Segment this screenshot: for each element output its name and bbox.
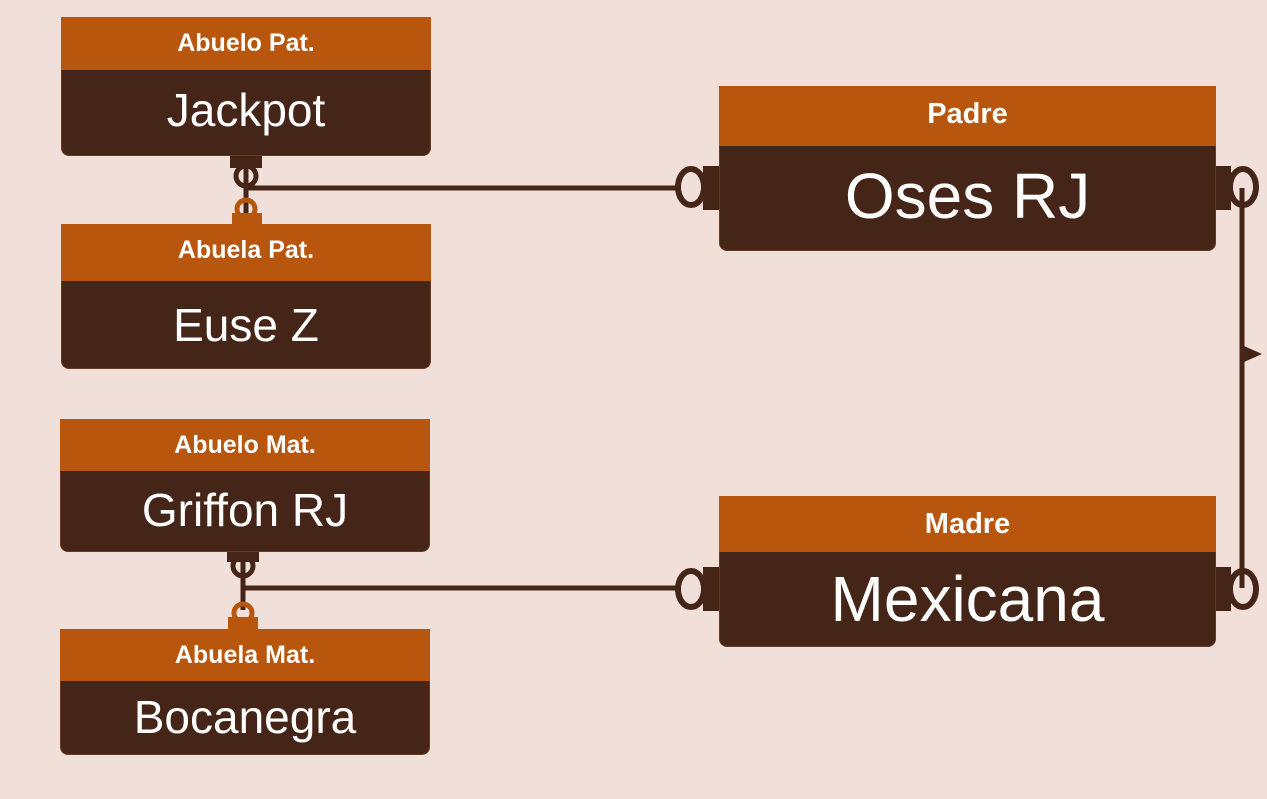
port-padre-right [1214,166,1231,210]
node-role-label: Abuela Pat. [61,224,431,281]
node-role-label: Abuelo Pat. [61,17,431,70]
node-name-label: Euse Z [61,281,431,369]
node-abuelo-mat[interactable]: Abuelo Mat. Griffon RJ [60,419,430,552]
ring-jackpot [233,163,259,189]
port-madre-right [1214,567,1231,611]
node-madre[interactable]: Madre Mexicana [719,496,1216,647]
node-role-label: Madre [719,496,1216,552]
node-abuelo-pat[interactable]: Abuelo Pat. Jackpot [61,17,431,156]
node-abuela-mat[interactable]: Abuela Mat. Bocanegra [60,629,430,755]
ring-madre-left [675,568,707,610]
node-role-label: Abuelo Mat. [60,419,430,471]
ring-padre-left [675,166,707,208]
node-padre[interactable]: Padre Oses RJ [719,86,1216,251]
port-padre-left [703,166,720,210]
port-jackpot-bottom [230,155,262,168]
node-name-label: Bocanegra [60,681,430,755]
port-madre-left [703,567,720,611]
ring-madre-right [1227,568,1259,610]
ring-euse [234,197,258,221]
node-role-label: Abuela Mat. [60,629,430,681]
node-name-label: Mexicana [719,552,1216,647]
node-name-label: Oses RJ [719,146,1216,251]
ring-griffon [230,553,256,579]
node-abuela-pat[interactable]: Abuela Pat. Euse Z [61,224,431,369]
ring-bocanegra [231,601,255,625]
node-name-label: Griffon RJ [60,471,430,552]
node-role-label: Padre [719,86,1216,146]
ring-padre-right [1227,166,1259,208]
node-name-label: Jackpot [61,70,431,156]
arrow-marker [1244,346,1262,362]
